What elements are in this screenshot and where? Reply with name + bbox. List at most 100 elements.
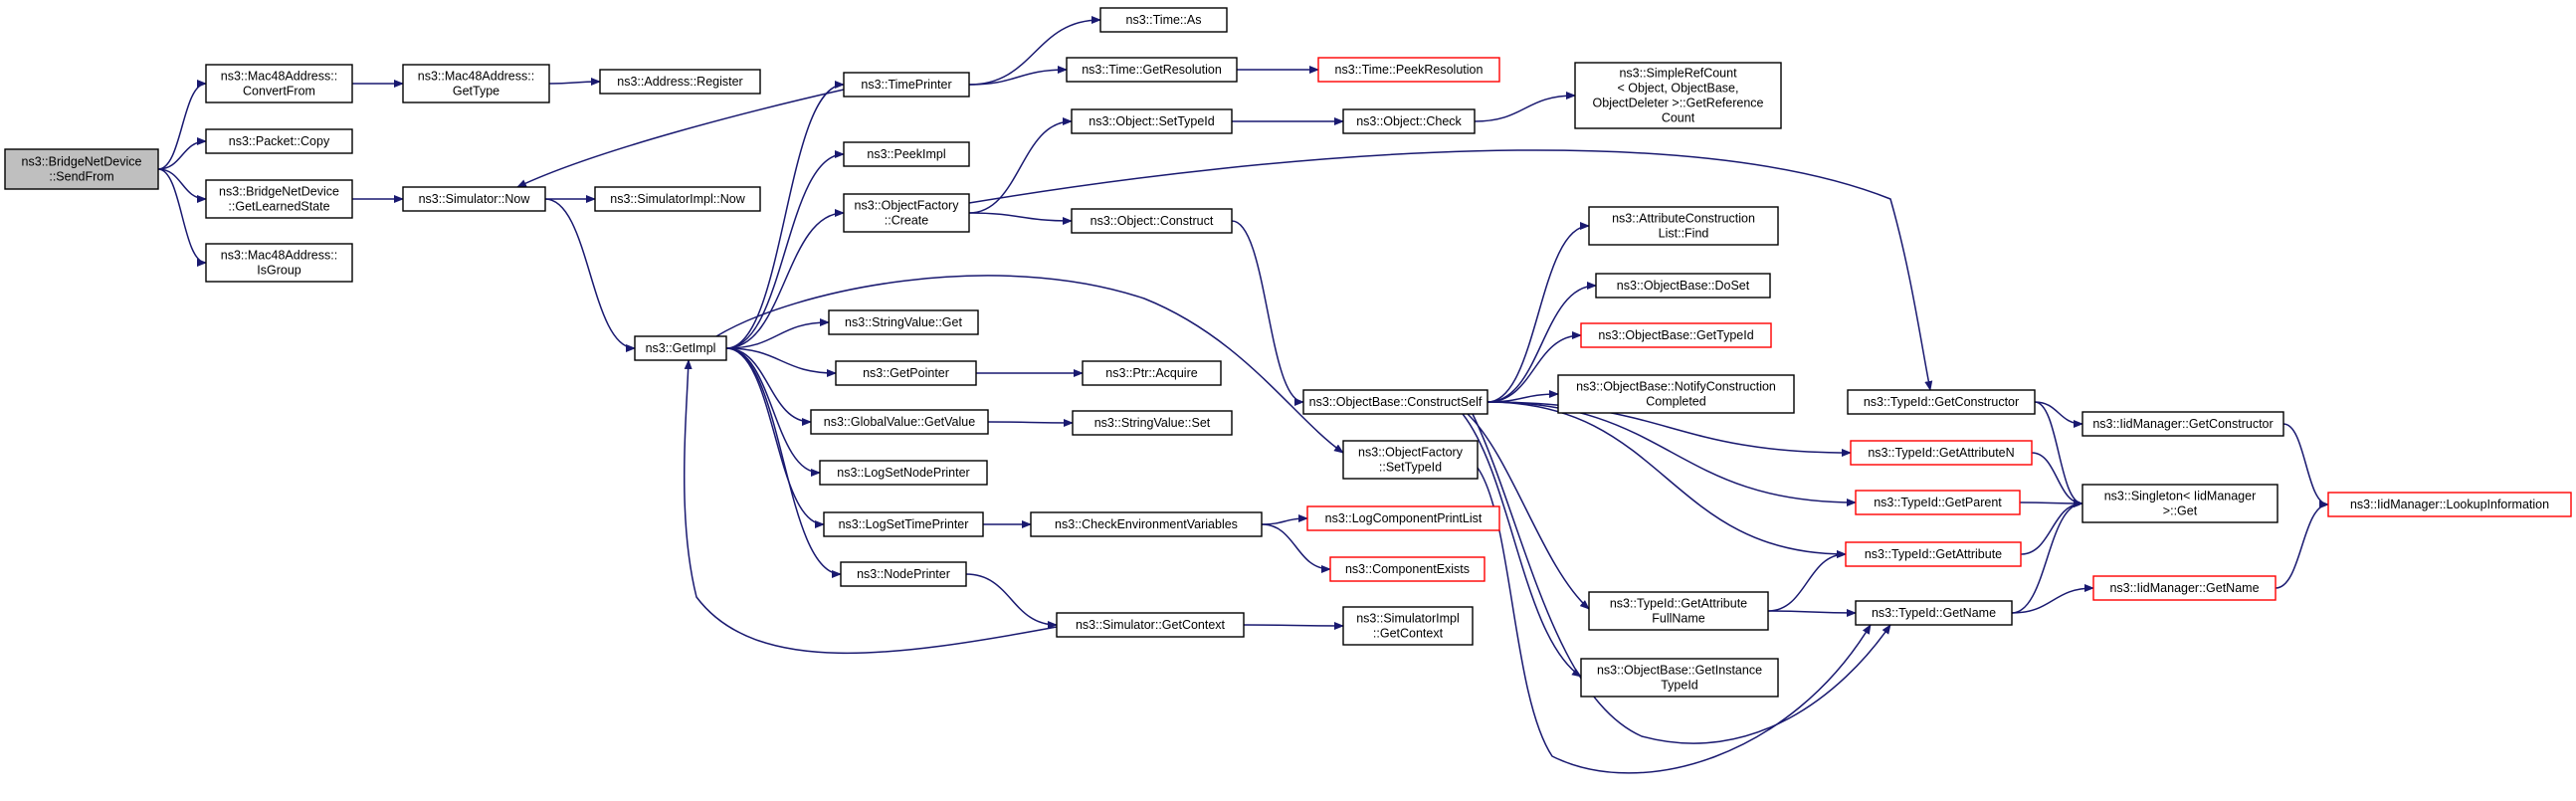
node-box[interactable]	[1845, 541, 2022, 567]
node-objfactorycreate[interactable]: ns3::ObjectFactory::Create	[843, 193, 970, 233]
node-box[interactable]	[840, 561, 967, 587]
node-simnow[interactable]: ns3::Simulator::Now	[402, 186, 546, 212]
node-box[interactable]	[594, 186, 761, 212]
node-sendfrom[interactable]: ns3::BridgeNetDevice::SendFrom	[4, 148, 159, 190]
node-box[interactable]	[1072, 410, 1233, 436]
node-objconstruct[interactable]: ns3::Object::Construct	[1071, 208, 1233, 234]
node-peekimpl[interactable]: ns3::PeekImpl	[843, 141, 970, 167]
node-box[interactable]	[823, 511, 984, 537]
node-box[interactable]	[843, 72, 970, 98]
node-logcomponentprintlist[interactable]: ns3::LogComponentPrintList	[1306, 505, 1500, 531]
node-box[interactable]	[1342, 108, 1476, 134]
node-stringvalueget[interactable]: ns3::StringValue::Get	[828, 309, 979, 335]
node-objfactorysettypeid[interactable]: ns3::ObjectFactory::SetTypeId	[1342, 440, 1479, 480]
node-typeidgetattributen[interactable]: ns3::TypeId::GetAttributeN	[1850, 440, 2033, 466]
node-box[interactable]	[1855, 600, 2013, 626]
node-box[interactable]	[599, 69, 761, 95]
node-globalvalueget[interactable]: ns3::GlobalValue::GetValue	[810, 409, 989, 435]
node-box[interactable]	[1030, 511, 1263, 537]
node-timegetres[interactable]: ns3::Time::GetResolution	[1066, 57, 1238, 83]
node-box[interactable]	[205, 128, 353, 154]
node-checkenv[interactable]: ns3::CheckEnvironmentVariables	[1030, 511, 1263, 537]
node-box[interactable]	[1588, 591, 1769, 631]
node-typeidgetconstructor[interactable]: ns3::TypeId::GetConstructor	[1847, 389, 2036, 415]
node-box[interactable]	[1302, 389, 1488, 415]
node-register[interactable]: ns3::Address::Register	[599, 69, 761, 95]
node-box[interactable]	[1342, 606, 1474, 646]
node-iidmanagerlookup[interactable]: ns3::IidManager::LookupInformation	[2327, 492, 2572, 517]
node-box[interactable]	[843, 193, 970, 233]
node-iidmanagergetconstructor[interactable]: ns3::IidManager::GetConstructor	[2081, 411, 2284, 437]
node-constructself[interactable]: ns3::ObjectBase::ConstructSelf	[1302, 389, 1488, 415]
node-box[interactable]	[843, 141, 970, 167]
node-box[interactable]	[2081, 484, 2279, 523]
node-box[interactable]	[1329, 556, 1486, 582]
node-simimplgetcontext[interactable]: ns3::SimulatorImpl::GetContext	[1342, 606, 1474, 646]
node-notifyconstruction[interactable]: ns3::ObjectBase::NotifyConstructionCompl…	[1557, 374, 1795, 414]
node-box[interactable]	[1342, 440, 1479, 480]
node-objsettypeid[interactable]: ns3::Object::SetTypeId	[1071, 108, 1233, 134]
node-timeprinter[interactable]: ns3::TimePrinter	[843, 72, 970, 98]
node-ptracquire[interactable]: ns3::Ptr::Acquire	[1082, 360, 1222, 386]
node-box[interactable]	[1557, 374, 1795, 414]
node-getpointer[interactable]: ns3::GetPointer	[835, 360, 977, 386]
node-box[interactable]	[1056, 612, 1245, 638]
node-box[interactable]	[1588, 206, 1779, 246]
node-box[interactable]	[1580, 322, 1772, 348]
node-packetcopy[interactable]: ns3::Packet::Copy	[205, 128, 353, 154]
node-box[interactable]	[1850, 440, 2033, 466]
node-box[interactable]	[1066, 57, 1238, 83]
node-getimpl[interactable]: ns3::GetImpl	[634, 335, 727, 361]
node-objbasedoset[interactable]: ns3::ObjectBase::DoSet	[1595, 273, 1771, 299]
node-box[interactable]	[1306, 505, 1500, 531]
node-timeas[interactable]: ns3::Time::As	[1099, 7, 1228, 33]
node-box[interactable]	[1595, 273, 1771, 299]
node-box[interactable]	[2327, 492, 2572, 517]
node-box[interactable]	[2081, 411, 2284, 437]
node-typeidgetattribute[interactable]: ns3::TypeId::GetAttribute	[1845, 541, 2022, 567]
node-box[interactable]	[634, 335, 727, 361]
node-box[interactable]	[1099, 7, 1228, 33]
node-box[interactable]	[1855, 490, 2021, 515]
node-box[interactable]	[819, 460, 988, 486]
node-simgetcontext[interactable]: ns3::Simulator::GetContext	[1056, 612, 1245, 638]
node-box[interactable]	[4, 148, 159, 190]
node-typeidgetparent[interactable]: ns3::TypeId::GetParent	[1855, 490, 2021, 515]
node-box[interactable]	[1071, 108, 1233, 134]
node-box[interactable]	[205, 243, 353, 283]
node-box[interactable]	[205, 64, 353, 103]
node-box[interactable]	[1071, 208, 1233, 234]
node-stringvalueset[interactable]: ns3::StringValue::Set	[1072, 410, 1233, 436]
node-box[interactable]	[205, 179, 353, 219]
node-box[interactable]	[835, 360, 977, 386]
node-box[interactable]	[402, 186, 546, 212]
node-box[interactable]	[810, 409, 989, 435]
node-getlearnedstate[interactable]: ns3::BridgeNetDevice::GetLearnedState	[205, 179, 353, 219]
node-iidmanagergetname[interactable]: ns3::IidManager::GetName	[2092, 575, 2277, 601]
node-logsetnodeprinter[interactable]: ns3::LogSetNodePrinter	[819, 460, 988, 486]
node-simimplnow[interactable]: ns3::SimulatorImpl::Now	[594, 186, 761, 212]
node-mac48gettype[interactable]: ns3::Mac48Address::GetType	[402, 64, 550, 103]
node-isgroup[interactable]: ns3::Mac48Address::IsGroup	[205, 243, 353, 283]
node-box[interactable]	[1580, 658, 1779, 698]
node-box[interactable]	[402, 64, 550, 103]
node-timepeekres[interactable]: ns3::Time::PeekResolution	[1317, 57, 1500, 83]
node-objbasegettypeid[interactable]: ns3::ObjectBase::GetTypeId	[1580, 322, 1772, 348]
node-box[interactable]	[828, 309, 979, 335]
node-objcheck[interactable]: ns3::Object::Check	[1342, 108, 1476, 134]
node-convertfrom[interactable]: ns3::Mac48Address::ConvertFrom	[205, 64, 353, 103]
node-box[interactable]	[1082, 360, 1222, 386]
node-box[interactable]	[1847, 389, 2036, 415]
node-box[interactable]	[2092, 575, 2277, 601]
node-logsettimeprinter[interactable]: ns3::LogSetTimePrinter	[823, 511, 984, 537]
node-box[interactable]	[1317, 57, 1500, 83]
node-box[interactable]	[1574, 62, 1782, 129]
node-typeidgetname[interactable]: ns3::TypeId::GetName	[1855, 600, 2013, 626]
node-componentexists[interactable]: ns3::ComponentExists	[1329, 556, 1486, 582]
node-nodeprinter[interactable]: ns3::NodePrinter	[840, 561, 967, 587]
node-singletonget[interactable]: ns3::Singleton< IidManager>::Get	[2081, 484, 2279, 523]
node-simplerefcount[interactable]: ns3::SimpleRefCount< Object, ObjectBase,…	[1574, 62, 1782, 129]
